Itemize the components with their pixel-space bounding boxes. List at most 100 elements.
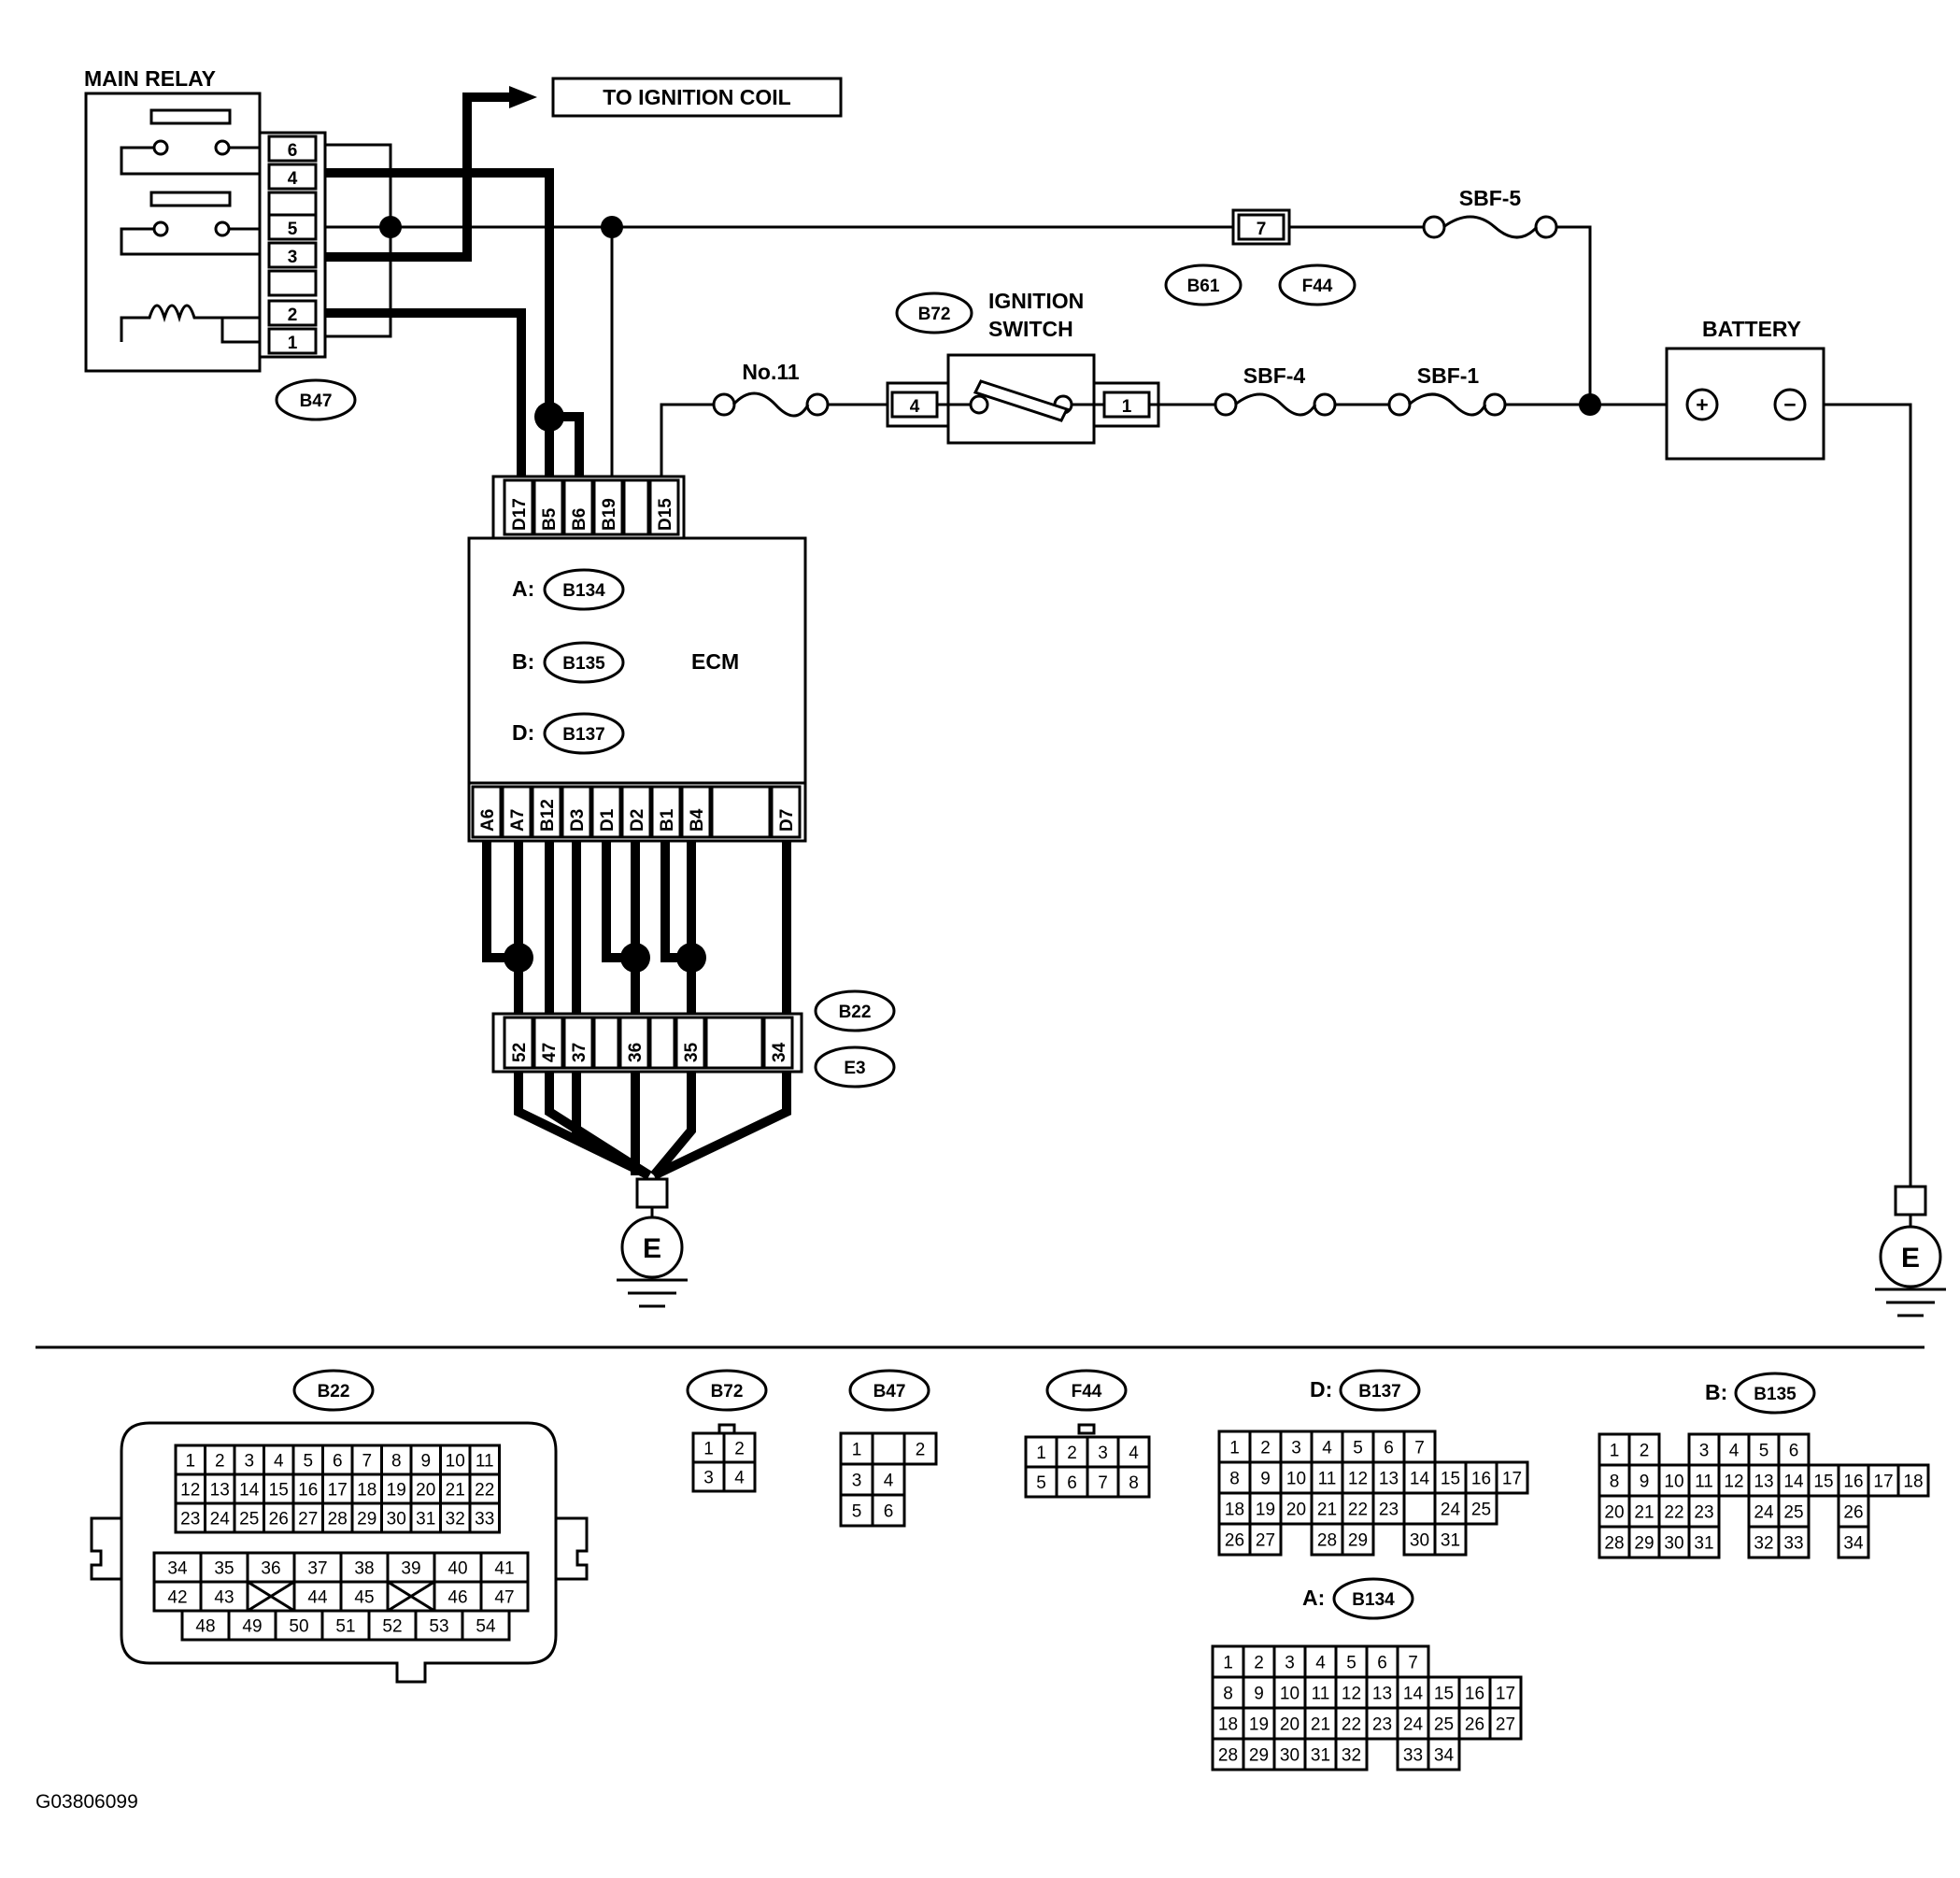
pin-number: 15	[269, 1481, 289, 1501]
b61-pin: 7	[1257, 220, 1267, 239]
pin-number: 33	[1783, 1534, 1803, 1554]
ecm-bottom-pins	[471, 785, 802, 839]
pin-number: 26	[1225, 1531, 1244, 1551]
pin-cell	[1627, 1525, 1661, 1559]
pin-number: 14	[1403, 1685, 1424, 1704]
b61-connector: 7 B61 F44	[1164, 208, 1356, 306]
relay-pin: 3	[288, 248, 298, 267]
pin-number: 14	[239, 1481, 260, 1501]
pin-number: 50	[289, 1617, 308, 1637]
b47-view-tag: B47	[873, 1382, 906, 1401]
pin-cell	[461, 1609, 511, 1642]
pin-number: 26	[1843, 1503, 1863, 1523]
pin-cell	[1427, 1737, 1461, 1771]
pin-number: 19	[387, 1481, 406, 1501]
b22-pin: 47	[540, 1043, 560, 1062]
pin-number: 23	[1379, 1501, 1399, 1520]
b47-tag	[275, 378, 357, 421]
pin-number: 14	[1410, 1470, 1430, 1489]
pin-number: 6	[1789, 1442, 1799, 1461]
pin-cell	[839, 1431, 874, 1466]
relay-pin: 6	[288, 141, 298, 161]
pin-number: 21	[1317, 1501, 1337, 1520]
pin-number: 18	[1225, 1501, 1244, 1520]
ecm-label: ECM	[691, 649, 739, 674]
ecm-conn-a-tag: B134	[562, 581, 605, 601]
pin-number: 6	[1377, 1654, 1387, 1673]
pin-cell	[1495, 1460, 1529, 1495]
pin-number: 25	[239, 1510, 259, 1529]
pin-cell	[1627, 1494, 1661, 1529]
b22-view-tag: B22	[318, 1382, 350, 1401]
pin-number: 5	[852, 1502, 862, 1522]
pin-number: 1	[1610, 1442, 1620, 1461]
ecm-top-pin: B5	[540, 507, 560, 531]
ignition-coil-callout: TO IGNITION COIL	[325, 77, 843, 262]
pin-number: 34	[167, 1559, 188, 1579]
pin-number: 35	[214, 1559, 234, 1579]
pin-number: 10	[446, 1452, 465, 1472]
sbf4-label: SBF-4	[1243, 363, 1306, 388]
f44-tag-label: F44	[1302, 277, 1333, 296]
pin-number: 2	[1260, 1439, 1271, 1458]
pin-number: 6	[1384, 1439, 1394, 1458]
pin-number: 4	[1129, 1444, 1139, 1463]
pin-number: 1	[1223, 1654, 1233, 1673]
pin-number: 28	[1218, 1746, 1238, 1766]
pin-cell	[1242, 1737, 1276, 1771]
ecm-top-pin: D15	[656, 498, 675, 531]
pin-cell	[479, 1551, 530, 1584]
pin-number: 30	[1280, 1746, 1300, 1766]
ecm-top-pin: D17	[510, 498, 530, 531]
ecm-bottom-pin: B1	[658, 808, 677, 832]
pin-number: 9	[1640, 1473, 1650, 1492]
pin-number: 16	[1465, 1685, 1484, 1704]
pin-number: 15	[1813, 1473, 1833, 1492]
pin-number: 40	[447, 1559, 467, 1579]
pin-cell	[1396, 1644, 1430, 1679]
pin-number: 31	[1441, 1531, 1460, 1551]
pin-number: 12	[180, 1481, 200, 1501]
pin-cell	[439, 1444, 472, 1476]
pin-number: 53	[429, 1617, 448, 1637]
pin-cell	[152, 1580, 203, 1613]
pin-number: 3	[244, 1452, 254, 1472]
pin-cell	[1488, 1706, 1523, 1741]
pin-cell	[1687, 1432, 1721, 1467]
pin-number: 27	[1256, 1531, 1275, 1551]
battery-negative: −	[1783, 392, 1796, 417]
pin-number: 23	[1694, 1503, 1713, 1523]
pin-number: 21	[446, 1481, 465, 1501]
pin-number: 4	[734, 1469, 745, 1488]
b47-tag-label: B47	[300, 391, 333, 411]
pin-number: 14	[1783, 1473, 1804, 1492]
pin-number: 38	[354, 1559, 374, 1579]
blank-pin-mark	[387, 1580, 435, 1613]
pin-cell	[1464, 1491, 1498, 1526]
pin-cell	[1433, 1460, 1468, 1495]
pin-number: 16	[1471, 1470, 1491, 1489]
ecm-bottom-pin: D3	[568, 809, 588, 832]
pin-cell	[871, 1493, 906, 1528]
b22-tag-label: B22	[839, 1003, 872, 1022]
pin-cell	[292, 1580, 343, 1613]
pin-number: 20	[1604, 1503, 1624, 1523]
pin-cell	[1341, 1522, 1375, 1557]
ecm: D17 B5 B6 B19 D15 A: B134 B: B135 D: B13…	[467, 475, 807, 843]
pin-number: 5	[303, 1452, 313, 1472]
pin-number: 1	[1036, 1444, 1046, 1463]
pin-number: 31	[416, 1510, 435, 1529]
ign-sw-pin: 4	[910, 397, 920, 417]
b22-pin: 35	[682, 1042, 702, 1062]
pin-number: 12	[1724, 1473, 1743, 1492]
pin-number: 2	[1067, 1444, 1077, 1463]
pin-number: 18	[1218, 1715, 1238, 1735]
pin-number: 42	[167, 1588, 187, 1608]
pin-number: 48	[195, 1617, 215, 1637]
pin-number: 11	[1318, 1470, 1337, 1489]
pin-number: 47	[494, 1588, 514, 1608]
pin-number: 10	[1280, 1685, 1300, 1704]
